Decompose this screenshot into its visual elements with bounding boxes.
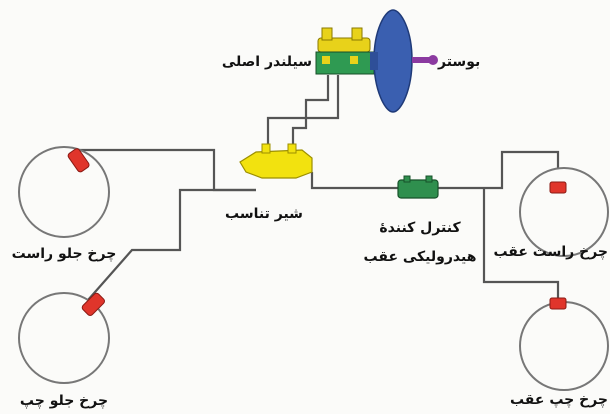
proportioning-valve-port-a	[261, 143, 271, 154]
rear-control-label-line2: هیدرولیکی عقب	[364, 249, 477, 265]
booster-pushrod-end	[428, 55, 438, 65]
booster-label: بوستر	[437, 54, 480, 70]
front-right-wheel	[18, 146, 110, 238]
front-left-wheel	[18, 292, 110, 384]
rear-control-port-a	[403, 175, 411, 183]
rear-left-wheel-cylinder	[549, 297, 567, 310]
front-right-wheel-label: چرخ جلو راست	[12, 246, 117, 262]
proportioning-valve-body	[239, 149, 313, 179]
rear-right-wheel-label: چرخ راست عقب	[493, 244, 608, 260]
pipe-front-left	[87, 188, 256, 301]
rear-left-wheel-label: چرخ چپ عقب	[510, 392, 608, 408]
reservoir-cap-left	[321, 27, 333, 41]
pipe-master-to-valve-b	[266, 75, 340, 150]
proportioning-valve	[239, 143, 313, 179]
pipe-master-to-valve-a	[291, 75, 330, 150]
proportioning-valve-port-b	[287, 143, 297, 154]
rear-left-wheel	[519, 301, 609, 391]
rear-control-body	[397, 179, 439, 199]
pipe-valve-to-rear-control	[310, 172, 400, 190]
brake-booster	[370, 9, 438, 113]
master-cylinder-port-left	[322, 56, 330, 64]
master-cylinder	[315, 27, 375, 75]
reservoir-cap-right	[351, 27, 363, 41]
booster-flange	[370, 52, 378, 70]
pipe-rear-left	[482, 188, 560, 300]
front-left-wheel-label: چرخ جلو چپ	[20, 393, 108, 409]
booster-housing	[373, 9, 413, 113]
front-right-caliper	[67, 148, 90, 173]
rear-control-label-line1: کنترل کنندهٔ	[379, 220, 461, 236]
master-cylinder-label: سیلندر اصلی	[222, 54, 312, 70]
master-cylinder-port-right	[350, 56, 358, 64]
rear-right-wheel	[519, 167, 609, 257]
rear-control-port-b	[425, 175, 433, 183]
pipe-front-right	[80, 148, 256, 192]
rear-hydraulic-control-valve	[397, 175, 439, 199]
rear-right-wheel-cylinder	[549, 181, 567, 194]
brake-lines	[80, 75, 560, 301]
front-left-caliper	[81, 292, 105, 316]
pipe-rear-right	[438, 150, 560, 190]
proportioning-valve-label: شیر تناسب	[225, 206, 303, 222]
booster-pushrod	[412, 57, 430, 63]
